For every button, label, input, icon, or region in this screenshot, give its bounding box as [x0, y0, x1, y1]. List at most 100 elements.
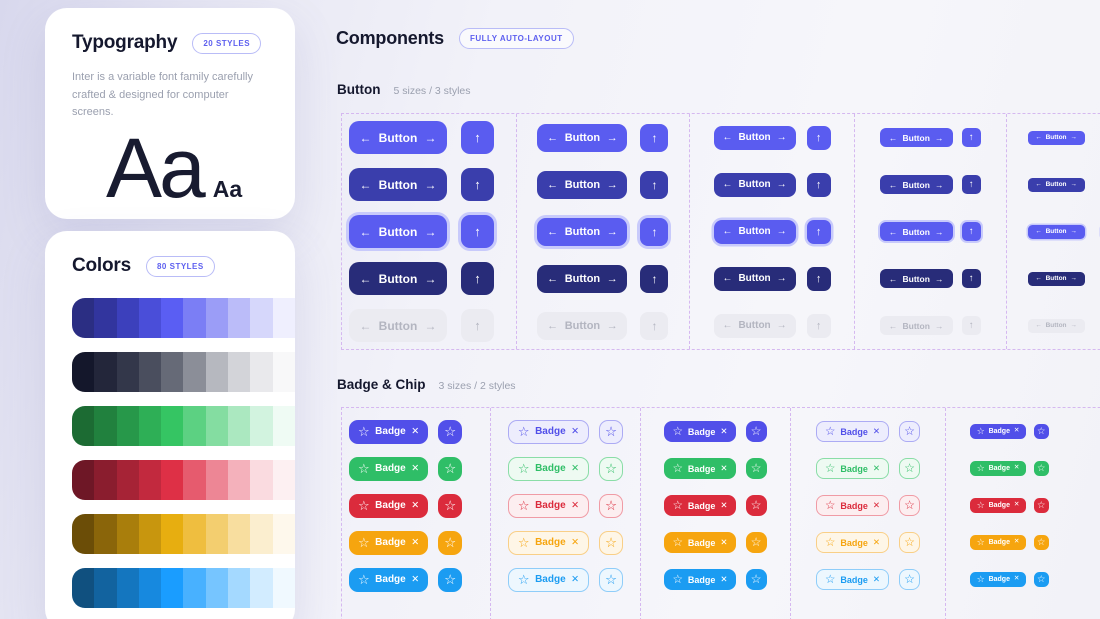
close-icon[interactable]: ✕ — [411, 499, 420, 511]
chip-green-solid[interactable]: ☆ — [1033, 461, 1049, 476]
chip-indigo-outline[interactable]: ☆ — [899, 421, 921, 442]
swatch-blue-6[interactable] — [183, 568, 206, 608]
swatch-amber-1[interactable] — [72, 514, 95, 554]
button-secondary[interactable]: ←Button→ — [349, 168, 447, 201]
button-dark[interactable]: ←Button→ — [879, 269, 953, 288]
swatch-gray-3[interactable] — [116, 352, 139, 392]
swatch-amber-8[interactable] — [228, 514, 251, 554]
chip-red-solid[interactable]: ☆ — [1033, 498, 1049, 513]
icon-button-primary[interactable]: ↑ — [640, 123, 669, 152]
button-primary[interactable]: ←Button→ — [1027, 130, 1085, 145]
close-icon[interactable]: ✕ — [411, 462, 420, 474]
close-icon[interactable]: ✕ — [411, 536, 420, 548]
close-icon[interactable]: ✕ — [1013, 575, 1020, 583]
button-focused[interactable]: ←Button→ — [713, 219, 796, 244]
swatch-red-6[interactable] — [183, 460, 206, 500]
swatch-amber-9[interactable] — [250, 514, 273, 554]
button-primary[interactable]: ←Button→ — [537, 123, 628, 152]
swatch-amber-7[interactable] — [205, 514, 229, 554]
swatch-gray-4[interactable] — [138, 352, 162, 392]
close-icon[interactable]: ✕ — [720, 426, 728, 437]
badge-green-solid[interactable]: ☆Badge✕ — [349, 456, 429, 481]
icon-button-secondary[interactable]: ↑ — [640, 170, 669, 199]
swatch-blue-1[interactable] — [72, 568, 95, 608]
swatch-amber-2[interactable] — [94, 514, 117, 554]
swatch-indigo-8[interactable] — [228, 298, 251, 338]
badge-amber-solid[interactable]: ☆Badge✕ — [664, 532, 736, 553]
chip-sky-solid[interactable]: ☆ — [1033, 572, 1049, 587]
chip-sky-solid[interactable]: ☆ — [745, 569, 767, 590]
swatch-blue-2[interactable] — [94, 568, 117, 608]
badge-green-outline[interactable]: ☆Badge✕ — [507, 456, 590, 481]
swatch-green-1[interactable] — [72, 406, 95, 446]
button-focused[interactable]: ←Button→ — [879, 222, 953, 241]
swatch-amber-6[interactable] — [183, 514, 206, 554]
close-icon[interactable]: ✕ — [1013, 464, 1020, 472]
swatch-gray-7[interactable] — [205, 352, 229, 392]
icon-button-primary[interactable]: ↑ — [961, 128, 981, 147]
swatch-indigo-7[interactable] — [205, 298, 229, 338]
swatch-gray-1[interactable] — [72, 352, 95, 392]
badge-amber-solid[interactable]: ☆Badge✕ — [349, 530, 429, 555]
swatch-gray-6[interactable] — [183, 352, 206, 392]
swatch-amber-5[interactable] — [161, 514, 184, 554]
badge-amber-solid[interactable]: ☆Badge✕ — [970, 535, 1026, 550]
chip-red-outline[interactable]: ☆ — [899, 495, 921, 516]
button-dark[interactable]: ←Button→ — [713, 266, 796, 291]
swatch-blue-8[interactable] — [228, 568, 251, 608]
swatch-red-3[interactable] — [116, 460, 139, 500]
swatch-red-2[interactable] — [94, 460, 117, 500]
swatch-green-7[interactable] — [205, 406, 229, 446]
button-primary[interactable]: ←Button→ — [713, 125, 796, 150]
button-dark[interactable]: ←Button→ — [1027, 271, 1085, 286]
badge-red-solid[interactable]: ☆Badge✕ — [970, 498, 1026, 513]
button-secondary[interactable]: ←Button→ — [537, 170, 628, 199]
button-focused[interactable]: ←Button→ — [1027, 224, 1085, 239]
icon-button-dark[interactable]: ↑ — [461, 262, 494, 295]
close-icon[interactable]: ✕ — [720, 574, 728, 585]
badge-indigo-outline[interactable]: ☆Badge✕ — [815, 421, 890, 442]
icon-button-dark[interactable]: ↑ — [640, 264, 669, 293]
close-icon[interactable]: ✕ — [571, 462, 580, 474]
swatch-red-7[interactable] — [205, 460, 229, 500]
swatch-gray-8[interactable] — [228, 352, 251, 392]
button-dark[interactable]: ←Button→ — [537, 264, 628, 293]
swatch-indigo-3[interactable] — [116, 298, 139, 338]
chip-amber-outline[interactable]: ☆ — [899, 532, 921, 553]
badge-indigo-solid[interactable]: ☆Badge✕ — [664, 421, 736, 442]
chip-amber-solid[interactable]: ☆ — [1033, 535, 1049, 550]
chip-sky-outline[interactable]: ☆ — [899, 569, 921, 590]
badge-green-solid[interactable]: ☆Badge✕ — [664, 458, 736, 479]
badge-sky-solid[interactable]: ☆Badge✕ — [664, 569, 736, 590]
icon-button-primary[interactable]: ↑ — [461, 121, 494, 154]
swatch-green-8[interactable] — [228, 406, 251, 446]
icon-button-focused[interactable]: ↑ — [806, 219, 831, 244]
swatch-gray-9[interactable] — [250, 352, 273, 392]
icon-button-primary[interactable]: ↑ — [806, 125, 831, 150]
close-icon[interactable]: ✕ — [720, 463, 728, 474]
swatch-indigo-9[interactable] — [250, 298, 273, 338]
swatch-red-8[interactable] — [228, 460, 251, 500]
badge-sky-solid[interactable]: ☆Badge✕ — [970, 572, 1026, 587]
close-icon[interactable]: ✕ — [1013, 501, 1020, 509]
close-icon[interactable]: ✕ — [720, 537, 728, 548]
button-secondary[interactable]: ←Button→ — [1027, 177, 1085, 192]
chip-indigo-solid[interactable]: ☆ — [1033, 424, 1049, 439]
chip-indigo-solid[interactable]: ☆ — [745, 421, 767, 442]
swatch-indigo-2[interactable] — [94, 298, 117, 338]
swatch-gray-10[interactable] — [272, 352, 295, 392]
chip-green-outline[interactable]: ☆ — [899, 458, 921, 479]
swatch-blue-3[interactable] — [116, 568, 139, 608]
close-icon[interactable]: ✕ — [872, 500, 881, 511]
icon-button-dark[interactable]: ↑ — [961, 269, 981, 288]
swatch-indigo-4[interactable] — [138, 298, 162, 338]
close-icon[interactable]: ✕ — [571, 536, 580, 548]
chip-sky-outline[interactable]: ☆ — [599, 567, 624, 592]
close-icon[interactable]: ✕ — [571, 499, 580, 511]
swatch-blue-7[interactable] — [205, 568, 229, 608]
badge-green-outline[interactable]: ☆Badge✕ — [815, 458, 890, 479]
close-icon[interactable]: ✕ — [872, 463, 881, 474]
swatch-red-10[interactable] — [272, 460, 295, 500]
chip-red-solid[interactable]: ☆ — [438, 493, 463, 518]
close-icon[interactable]: ✕ — [720, 500, 728, 511]
